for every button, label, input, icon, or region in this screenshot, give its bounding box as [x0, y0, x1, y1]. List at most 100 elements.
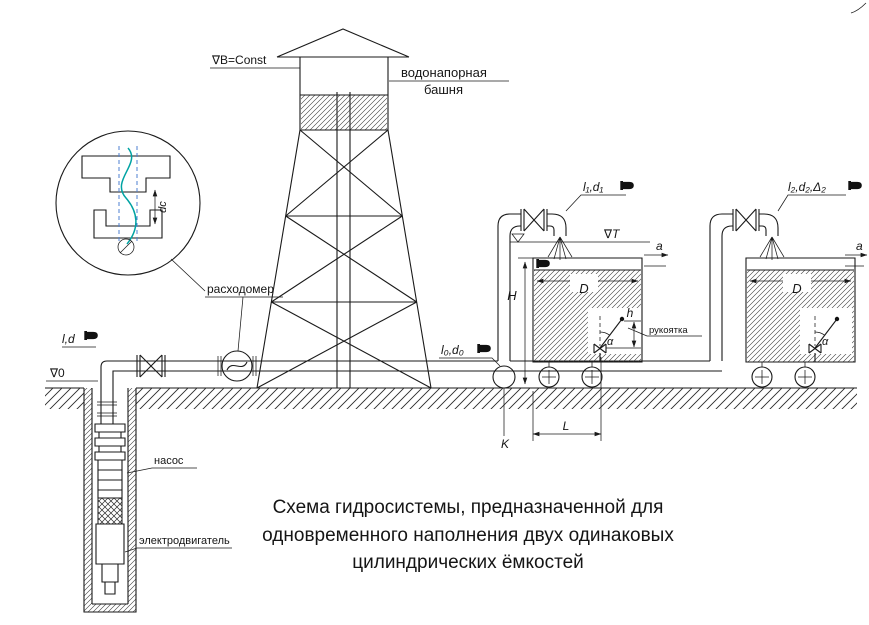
ground-level-label: ∇0	[49, 366, 65, 380]
riser1-spray	[547, 236, 573, 260]
tank2-outlet-handle-group: α	[800, 308, 852, 362]
handle-lever	[599, 318, 623, 349]
flowmeter-icon	[221, 350, 253, 382]
alpha-arc	[814, 331, 825, 336]
detail-flow-curve	[120, 147, 137, 245]
tower-structure	[276, 28, 410, 388]
pipe-l1d1-label: l₁,d₁	[583, 180, 603, 194]
ground-hatch-left	[45, 388, 84, 409]
detail-centerlines	[118, 146, 138, 244]
tank1-outline	[532, 257, 643, 363]
motor-label: электродвигатель	[139, 535, 230, 547]
wheel-icon	[538, 362, 560, 388]
handle-label: рукоятка	[649, 325, 688, 336]
h-ext-lines	[606, 320, 641, 349]
k-label: K	[501, 437, 510, 451]
detail-weld-icon	[117, 238, 135, 256]
tank1-diameter-label: D	[579, 281, 588, 296]
tank1-diameter-label-bg	[570, 274, 598, 292]
pump-body	[94, 423, 126, 499]
pipe-l2d2-label: l₂,d₂,Δ₂	[788, 180, 826, 194]
riser1-valve-icon	[520, 208, 548, 232]
handle-leader	[627, 327, 702, 337]
junction-node-circle	[492, 365, 516, 389]
flowmeter-flanges	[217, 356, 257, 376]
flow-tag-icon	[477, 344, 491, 353]
bottom-dimensions-group: K L	[501, 357, 602, 451]
ground-hatch-right	[136, 388, 857, 409]
tank2-alpha-label: α	[822, 336, 829, 348]
level-tag-icon	[536, 259, 550, 268]
motor-leader	[124, 547, 232, 553]
caption-group: Схема гидросистемы, предназначенной для …	[262, 497, 674, 573]
tank2-diameter-label: D	[792, 281, 801, 296]
pump-screen	[97, 497, 123, 525]
riser2-spray	[759, 236, 785, 260]
flow-tag-icon	[84, 331, 98, 340]
flow-tag-icon	[620, 181, 634, 190]
flowmeter-wave	[226, 361, 248, 371]
lattice-support	[256, 129, 432, 389]
riser2-pipe	[709, 213, 779, 361]
flow-tag-icon	[848, 181, 862, 190]
riser2-valve-icon	[732, 208, 760, 232]
pipe-l2d2-leader	[777, 194, 846, 212]
tower-level-label: ∇B=Const	[211, 53, 267, 67]
wheel-icon	[581, 362, 603, 388]
caption-line3: цилиндрических ёмкостей	[352, 552, 584, 573]
gate-valve-icon	[136, 354, 166, 378]
motor-body	[95, 523, 125, 595]
detail-lower-part	[93, 209, 163, 239]
tank1-outlet-handle-group: α h	[588, 306, 641, 362]
tower-name-line1: водонапорная	[401, 65, 487, 80]
detail-dc-label: dc	[157, 201, 169, 213]
main-pipeline-group: расходомер l,d ∇0 l₀,d₀	[46, 282, 722, 424]
alpha-arc	[599, 331, 610, 336]
well-wall-hatch-left	[84, 388, 92, 612]
tank1-alpha-label: α	[607, 336, 614, 348]
well-group: насос электродвигатель	[83, 388, 232, 613]
tank1-group: D H α h рукоятка a	[507, 239, 702, 388]
tank1-h-label: h	[627, 306, 634, 320]
outlet-valve-icon	[808, 343, 822, 362]
drop-pipe-flanges	[97, 401, 117, 417]
well-bottom-hatch	[92, 604, 128, 612]
wheel-icon	[794, 362, 816, 388]
pipe-l0d0-label: l₀,d₀	[441, 343, 464, 357]
pump-label: насос	[154, 455, 184, 467]
riser2-group: l₂,d₂,Δ₂	[709, 180, 862, 361]
pipe-l0d0-leader	[439, 357, 501, 367]
water-tower-group: ∇B=Const водонапорная башня	[210, 28, 509, 388]
riser1-pipe	[497, 213, 567, 361]
caption-line2: одновременного наполнения двух одинаковы…	[262, 525, 674, 546]
flowmeter-label: расходомер	[207, 282, 274, 296]
caption-line1: Схема гидросистемы, предназначенной для	[273, 497, 664, 518]
flowmeter-detail-view: dc	[55, 130, 206, 292]
outlet-valve-icon	[593, 343, 607, 362]
detail-upper-part	[81, 155, 171, 193]
levelT-triangle-icon	[511, 233, 525, 243]
flowmeter-leader	[205, 296, 283, 352]
pipe-l1d1-leader	[565, 194, 626, 212]
stray-corner-mark	[850, 2, 867, 14]
tower-name-line2: башня	[424, 82, 463, 97]
tank2-diameter-label-bg	[783, 274, 811, 292]
ground-group	[45, 387, 857, 409]
handle-knob	[834, 316, 840, 322]
tank2-group: D α a	[745, 239, 868, 388]
levelT-label: ∇T	[603, 227, 621, 241]
handle-lever	[814, 318, 838, 349]
detail-leader-line	[170, 258, 206, 292]
detail-weld-slash	[119, 240, 133, 254]
wheel-icon	[751, 362, 773, 388]
tower-water-hatch	[301, 95, 387, 130]
handle-knob	[619, 316, 625, 322]
well-outline	[83, 388, 137, 613]
riser1-group: l₁,d₁ ∇T	[492, 180, 650, 389]
pump-leader	[126, 467, 197, 474]
well-wall-hatch-right	[128, 388, 136, 612]
tank2-outline	[745, 257, 856, 363]
tank2-section-label: a	[856, 239, 863, 253]
